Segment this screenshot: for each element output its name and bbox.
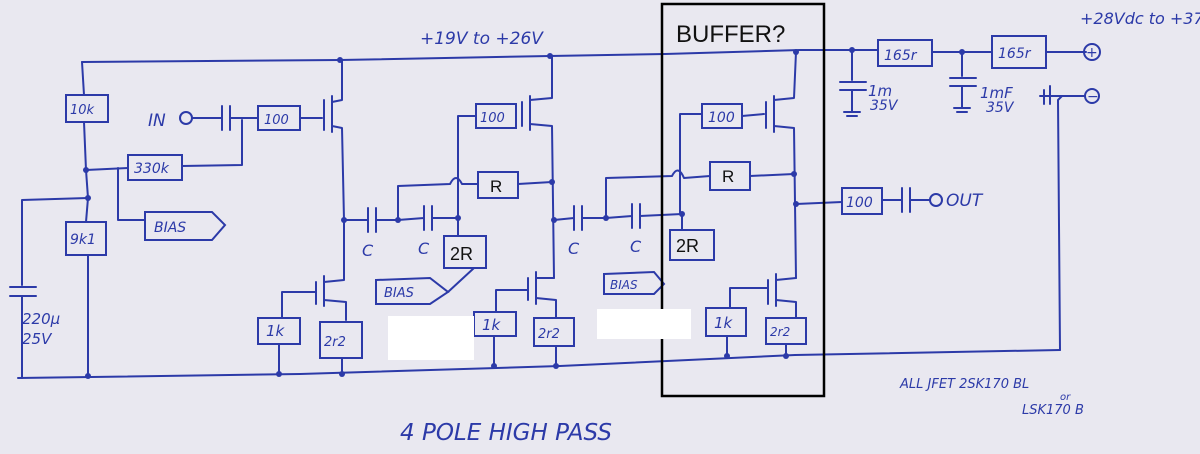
label-1k-2: 1k — [482, 316, 502, 334]
label-165r-2: 165r — [998, 46, 1032, 62]
stage2-ground-wires — [493, 335, 557, 367]
output-terminal[interactable] — [929, 193, 943, 207]
label-2r2-3: 2r2 — [770, 325, 790, 339]
label-9k1: 9k1 — [70, 232, 96, 248]
label-2R-1: 2R — [450, 244, 473, 264]
output-label: OUT — [946, 191, 984, 211]
label-2r2-1: 2r2 — [324, 335, 346, 350]
plus-symbol: + — [1086, 45, 1098, 61]
label-C-4: C — [630, 237, 642, 256]
redacted-patch-1 — [388, 316, 474, 360]
supply-voltage-label: +19V to +26V — [420, 29, 544, 49]
label-1k-3: 1k — [714, 314, 734, 332]
label-100-in: 100 — [264, 113, 289, 128]
label-R-2: R — [722, 167, 734, 186]
resistor-10k — [65, 94, 109, 123]
label-220u: 220µ — [22, 310, 60, 328]
dc-input-label: +28Vdc to +37Vdc — [1080, 9, 1200, 28]
buffer-label: BUFFER? — [676, 21, 785, 48]
bias-arrow-wire — [117, 167, 146, 221]
resistor-R-1 — [477, 171, 519, 199]
bias-arrow-1 — [144, 211, 227, 241]
label-100-s3: 100 — [708, 110, 735, 126]
label-100-out: 100 — [846, 195, 873, 211]
ground-rail — [17, 349, 1061, 379]
resistor-100-s2 — [475, 103, 517, 129]
jfet-note-2: or — [1060, 392, 1071, 403]
jfet-q4 — [495, 271, 557, 319]
gate-3-link — [741, 113, 765, 117]
resistor-330k — [127, 154, 183, 181]
buffer-outline — [660, 2, 826, 398]
stage3-ground-wires — [726, 335, 787, 357]
resistor-9k1 — [65, 221, 107, 256]
wire-330k-to-gate — [181, 119, 243, 167]
label-330k: 330k — [134, 161, 170, 177]
bias-arrow-3 — [603, 270, 666, 295]
resistor-2R-1 — [443, 235, 487, 269]
redacted-patch-2 — [597, 309, 691, 339]
filter-1-feedback — [397, 177, 553, 221]
label-220u-voltage: 25V — [22, 330, 53, 348]
input-label: IN — [148, 111, 166, 131]
label-1mf-voltage: 35V — [986, 100, 1015, 116]
label-C-2: C — [418, 239, 430, 258]
jfet-q1 — [323, 59, 345, 221]
supply-rail — [81, 49, 879, 63]
gate-wire-2 — [457, 115, 477, 219]
input-wire — [191, 105, 259, 131]
ground-return-wire — [1057, 95, 1063, 351]
resistor-2r2-2 — [533, 317, 575, 347]
label-R-1: R — [490, 177, 502, 196]
dc-plus-terminal[interactable] — [1083, 43, 1101, 61]
label-bias-1: BIAS — [154, 220, 186, 236]
label-165r-1: 165r — [884, 48, 918, 64]
minus-wire — [1039, 85, 1086, 105]
bias-2-wire — [447, 267, 475, 293]
gate-wire-3 — [679, 113, 703, 215]
label-bias-3: BIAS — [610, 278, 638, 292]
filter-1-caps — [343, 205, 459, 233]
jfet-q3 — [521, 55, 555, 279]
output-cap — [881, 187, 931, 213]
jfet-q2 — [281, 219, 347, 321]
bias-arrow-2 — [375, 276, 450, 305]
label-C-3: C — [568, 239, 580, 258]
jfet-q5 — [765, 51, 797, 279]
jfet-note-1: ALL JFET 2SK170 BL — [899, 377, 1029, 392]
label-1mf: 1mF — [980, 84, 1013, 102]
label-1k-1: 1k — [266, 322, 286, 340]
junction-dots — [83, 47, 965, 379]
resistor-R-2 — [709, 161, 751, 191]
minus-symbol: − — [1087, 89, 1099, 105]
label-bias-2: BIAS — [384, 286, 414, 301]
label-2r2-2: 2r2 — [538, 327, 560, 342]
jfet-note-3: LSK170 B — [1022, 403, 1084, 418]
label-100-s2: 100 — [480, 111, 505, 126]
jfet-q6 — [729, 273, 797, 319]
label-10k: 10k — [70, 103, 95, 118]
label-C-1: C — [362, 241, 374, 260]
filter-2-feedback — [605, 169, 795, 219]
input-terminal[interactable] — [179, 111, 193, 125]
caption: 4 POLE HIGH PASS — [400, 420, 612, 446]
label-1m-voltage: 35V — [870, 98, 899, 114]
resistor-2R-2 — [669, 229, 715, 261]
label-1m: 1m — [868, 82, 892, 100]
label-2R-2: 2R — [676, 236, 699, 256]
cap-220u-wire — [9, 197, 89, 379]
output-wire — [795, 201, 843, 205]
